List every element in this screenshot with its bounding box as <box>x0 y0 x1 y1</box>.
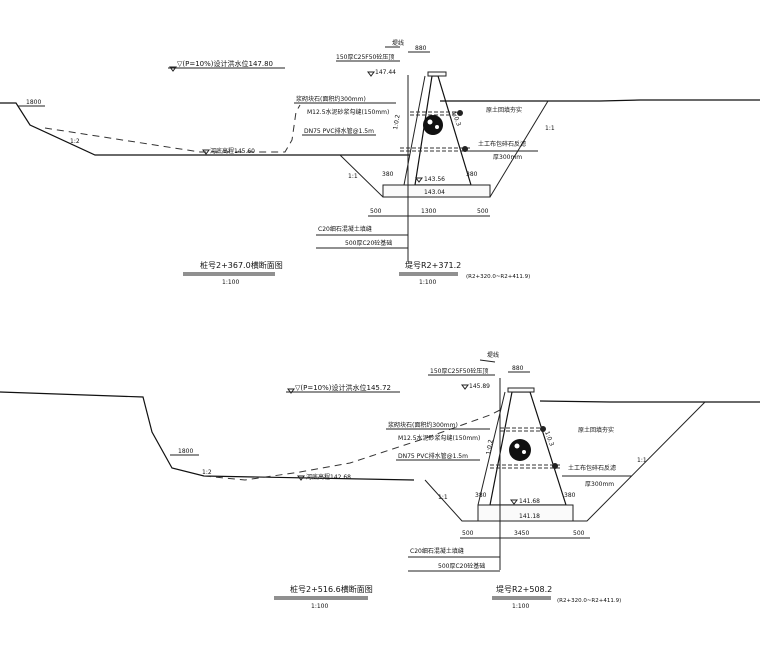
lower-filter-label: 土工布包碎石反滤 <box>568 464 616 472</box>
upper-dim-mid: 1300 <box>421 208 436 215</box>
upper-foundation <box>382 184 491 198</box>
upper-slope-front: 1:0.2 <box>392 114 402 131</box>
upper-backfill-label: 原土回填夯实 <box>486 106 522 114</box>
upper-dike-line-label: 堤线 <box>392 39 404 47</box>
upper-foundation-bottom-elev: 143.04 <box>424 189 445 196</box>
elevation-marker-icon <box>415 177 423 183</box>
upper-section: ▽(P=10%)设计洪水位147.80 1800 1:2 河底高程145.60 … <box>0 39 760 286</box>
lower-foundation-bottom-elev: 141.18 <box>519 513 540 520</box>
lower-toe-right: 380 <box>564 492 576 499</box>
lower-drain-label: DN75 PVC排水管@1.5m <box>398 452 468 460</box>
elevation-marker-icon <box>297 475 305 481</box>
lower-slope-side: 1:1 <box>438 494 448 501</box>
lower-slope-bank: 1:2 <box>202 469 212 476</box>
upper-design-flood-level: ▽(P=10%)设计洪水位147.80 <box>177 59 273 68</box>
filter-node-icon <box>462 146 468 152</box>
elevation-marker-icon <box>202 149 210 155</box>
lower-dim-left: 500 <box>462 530 474 537</box>
lower-crest-elev: 145.89 <box>469 383 490 390</box>
upper-foundation-top-elev: 143.56 <box>424 176 445 183</box>
upper-title-left: 桩号2+367.0横断面图 <box>200 260 283 270</box>
elevation-marker-icon <box>461 384 469 390</box>
upper-toe-right: 380 <box>466 171 478 178</box>
upper-toe-left: 380 <box>382 171 394 178</box>
lower-foundation-top-elev: 141.68 <box>519 498 540 505</box>
lower-riverbed-label: 河底高程142.68 <box>306 473 351 481</box>
upper-filter-thickness: 厚300mm <box>493 154 522 161</box>
elevation-marker-icon <box>287 388 295 394</box>
upper-wall-face <box>403 75 426 186</box>
elevation-marker-icon <box>367 71 375 77</box>
upper-slope-back: 1:0.3 <box>450 110 462 127</box>
lower-mortar-label: M12.5水泥砂浆勾缝(150mm) <box>398 434 480 442</box>
lower-title-right: 堤号R2+508.2 <box>496 584 552 594</box>
upper-scale-left: 1:100 <box>222 279 239 286</box>
lower-backfill-label: 原土回填夯实 <box>578 426 614 434</box>
upper-dim-right: 500 <box>477 208 489 215</box>
upper-drain-label: DN75 PVC排水管@1.5m <box>304 127 374 135</box>
upper-slope-side: 1:1 <box>348 173 358 180</box>
lower-coping-label: 150厚C25F50砼压顶 <box>430 367 488 375</box>
upper-range-note: (R2+320.0~R2+411.9) <box>466 274 530 280</box>
filter-node-icon <box>457 110 463 116</box>
upper-mortar-label: M12.5水泥砂浆勾缝(150mm) <box>307 108 389 116</box>
upper-filter-label: 土工布包碎石反滤 <box>478 140 526 148</box>
lower-foundation <box>477 504 574 522</box>
lower-slope-front: 1:0.2 <box>485 439 495 456</box>
elevation-marker-icon <box>169 66 177 72</box>
upper-joint-label: C20细石混凝土填缝 <box>318 225 372 233</box>
lower-drain-pipe-1 <box>500 427 545 432</box>
lower-joint-label: C20细石混凝土填缝 <box>410 547 464 555</box>
lower-dim-right: 500 <box>573 530 585 537</box>
lower-crest-width: 880 <box>512 365 524 372</box>
upper-riverbed-label: 河底高程145.60 <box>210 147 255 155</box>
lower-base-label: 500厚C20砼基础 <box>438 562 485 570</box>
upper-crest-width: 880 <box>415 45 427 52</box>
upper-base-label: 500厚C20砼基础 <box>345 239 392 247</box>
upper-ground-left <box>0 102 410 156</box>
upper-dim-left: 500 <box>370 208 382 215</box>
upper-scale-bar-label: 1800 <box>26 99 41 106</box>
lower-slope-side-right: 1:1 <box>637 457 647 464</box>
upper-crest-elev: 147.44 <box>375 69 396 76</box>
lower-title-left: 桩号2+516.6横断面图 <box>290 584 373 594</box>
lower-section: ▽(P=10%)设计洪水位145.72 1800 1:2 河底高程142.68 … <box>0 351 760 610</box>
lower-dim-mid: 3450 <box>514 530 529 537</box>
upper-ground-right <box>440 99 760 102</box>
upper-retaining-wall <box>414 75 472 186</box>
lower-bank-dashed <box>203 409 501 481</box>
lower-scale-bar-label: 1800 <box>178 448 193 455</box>
upper-masonry-symbol-icon <box>423 115 443 135</box>
upper-drain-pipe-1 <box>410 111 460 116</box>
upper-coping-label: 150厚C25F50砼压顶 <box>336 53 394 61</box>
upper-masonry-label: 浆砌块石(面积约300mm) <box>296 95 366 103</box>
upper-slope-side-right: 1:1 <box>545 125 555 132</box>
upper-coping <box>427 71 447 77</box>
lower-scale-right: 1:100 <box>512 603 529 610</box>
lower-scale-left: 1:100 <box>311 603 328 610</box>
lower-slope-back: 1:0.3 <box>543 430 555 447</box>
lower-filter-thickness: 厚300mm <box>585 481 614 488</box>
lower-coping <box>507 387 535 393</box>
lower-dike-line-label: 堤线 <box>487 351 499 359</box>
filter-node-icon <box>552 463 558 469</box>
upper-scale-right: 1:100 <box>419 279 436 286</box>
lower-masonry-label: 浆砌块石(面积约300mm) <box>388 421 458 429</box>
lower-design-flood-level: ▽(P=10%)设计洪水位145.72 <box>295 383 391 392</box>
upper-slope-bank: 1:2 <box>70 138 80 145</box>
lower-ground-left <box>0 391 415 481</box>
filter-node-icon <box>540 426 546 432</box>
lower-masonry-symbol-icon <box>509 439 531 461</box>
lower-toe-left: 380 <box>475 492 487 499</box>
upper-title-right: 堤号R2+371.2 <box>405 260 461 270</box>
upper-bank-dashed <box>44 104 301 153</box>
lower-range-note: (R2+320.0~R2+411.9) <box>557 598 621 604</box>
elevation-marker-icon <box>510 499 518 505</box>
lower-ground-right <box>539 400 760 403</box>
